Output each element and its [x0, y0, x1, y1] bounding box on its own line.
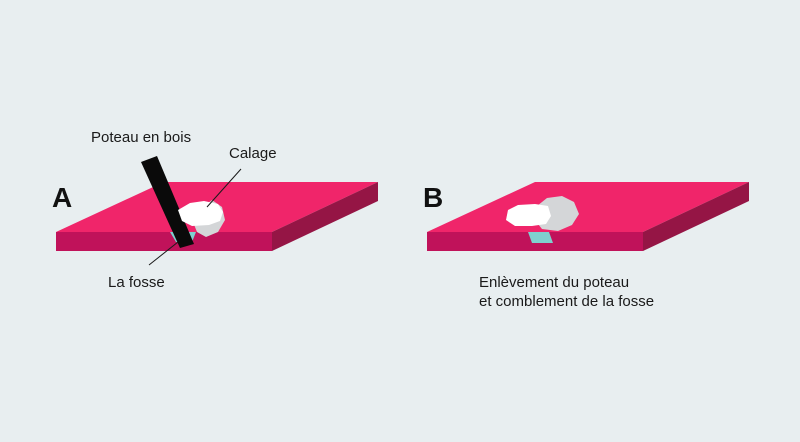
stone-light-a: [178, 201, 223, 226]
leader-calage: [206, 168, 242, 208]
label-pit: La fosse: [108, 274, 165, 291]
stone-light-b: [506, 204, 551, 226]
slab-b-side: [643, 182, 749, 251]
caption-b-line2: et comblement de la fosse: [479, 293, 654, 310]
label-post: Poteau en bois: [91, 129, 191, 146]
panel-a-letter: A: [52, 182, 72, 213]
label-wedging: Calage: [229, 145, 277, 162]
leader-fosse: [148, 241, 179, 266]
wedging-stones-a: [178, 200, 225, 237]
wooden-post: [141, 156, 194, 248]
slab-a-side: [272, 182, 378, 251]
caption-b-line1: Enlèvement du poteau: [479, 274, 629, 291]
panel-b: B Enlèvement du poteau et comblement de …: [423, 182, 749, 310]
pit-b-filled: [528, 232, 553, 243]
panel-a: A Poteau en bois Calage La fosse: [52, 129, 378, 291]
wedging-stones-b: [506, 196, 579, 231]
slab-a-front: [56, 232, 272, 251]
panel-b-letter: B: [423, 182, 443, 213]
ground-slab-b: [427, 182, 749, 251]
